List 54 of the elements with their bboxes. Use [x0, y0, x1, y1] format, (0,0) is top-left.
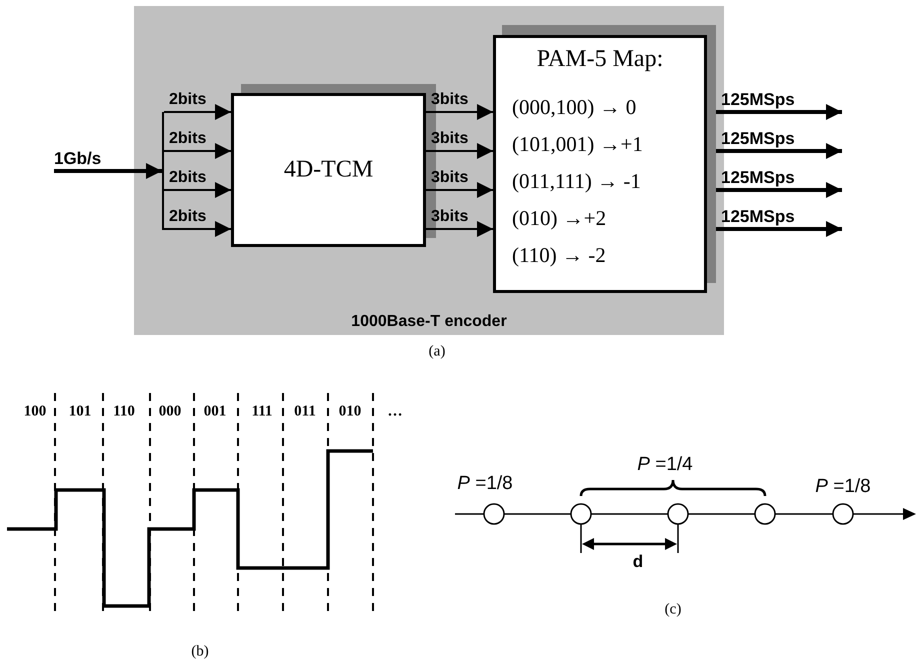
- bus-line: [162, 112, 164, 230]
- block-box: [231, 93, 426, 247]
- panel-label: (b): [191, 644, 209, 660]
- mapping-row-text: (011,111) → -1: [512, 169, 642, 194]
- probability-label: P =1/4: [637, 454, 693, 476]
- bit-label: 110: [113, 404, 135, 420]
- arrow: [716, 143, 842, 159]
- distance-label: d: [632, 552, 644, 572]
- arrow: [164, 221, 231, 237]
- panel-label: (a): [428, 344, 446, 360]
- ellipsis: …: [388, 404, 402, 420]
- mapping-row-text: (010) →+2: [512, 206, 608, 231]
- panel-title: 1000Base-T encoder: [350, 313, 508, 331]
- bit-label: 010: [338, 404, 362, 420]
- edge-label: 1Gb/s: [54, 149, 102, 169]
- edge-label: 3bits: [431, 168, 468, 188]
- encoder-panel: [134, 6, 724, 335]
- edge-label: 125MSps: [721, 207, 795, 227]
- arrow: [164, 182, 231, 198]
- edge-label: 125MSps: [721, 168, 795, 188]
- arrow: [716, 104, 842, 120]
- edge-label: 2bits: [169, 168, 206, 188]
- arrow: [426, 182, 493, 198]
- arrow: [426, 104, 493, 120]
- probability-label: P =1/8: [457, 473, 513, 495]
- block-title: 4D-TCM: [282, 156, 374, 184]
- bit-label: 000: [158, 404, 182, 420]
- edge-label: 125MSps: [721, 129, 795, 149]
- bit-label: 011: [294, 404, 316, 420]
- mapping-row-text: (000,100) → 0: [512, 95, 638, 120]
- arrow: [426, 143, 493, 159]
- probability-label: P =1/8: [815, 476, 871, 498]
- arrow: [164, 143, 231, 159]
- mapping-row-text: (110) → -2: [512, 243, 607, 268]
- arrow: [716, 221, 842, 237]
- edge-label: 2bits: [169, 90, 206, 110]
- arrow: [426, 221, 493, 237]
- block-box: [493, 35, 707, 293]
- edge-label: 3bits: [431, 129, 468, 149]
- bit-label: 100: [24, 404, 46, 420]
- bit-label: 101: [68, 404, 92, 420]
- edge-label: 125MSps: [721, 90, 795, 110]
- edge-label: 3bits: [431, 207, 468, 227]
- bit-label: 001: [204, 404, 226, 420]
- arrow: [164, 104, 231, 120]
- edge-label: 3bits: [431, 90, 468, 110]
- arrow: [54, 163, 162, 179]
- block-title: PAM-5 Map:: [536, 46, 664, 73]
- mapping-row-text: (101,001) →+1: [512, 132, 644, 157]
- edge-label: 2bits: [169, 207, 206, 227]
- arrow: [716, 182, 842, 198]
- bit-label: 111: [252, 404, 272, 420]
- edge-label: 2bits: [169, 129, 206, 149]
- panel-label: (c): [664, 602, 682, 618]
